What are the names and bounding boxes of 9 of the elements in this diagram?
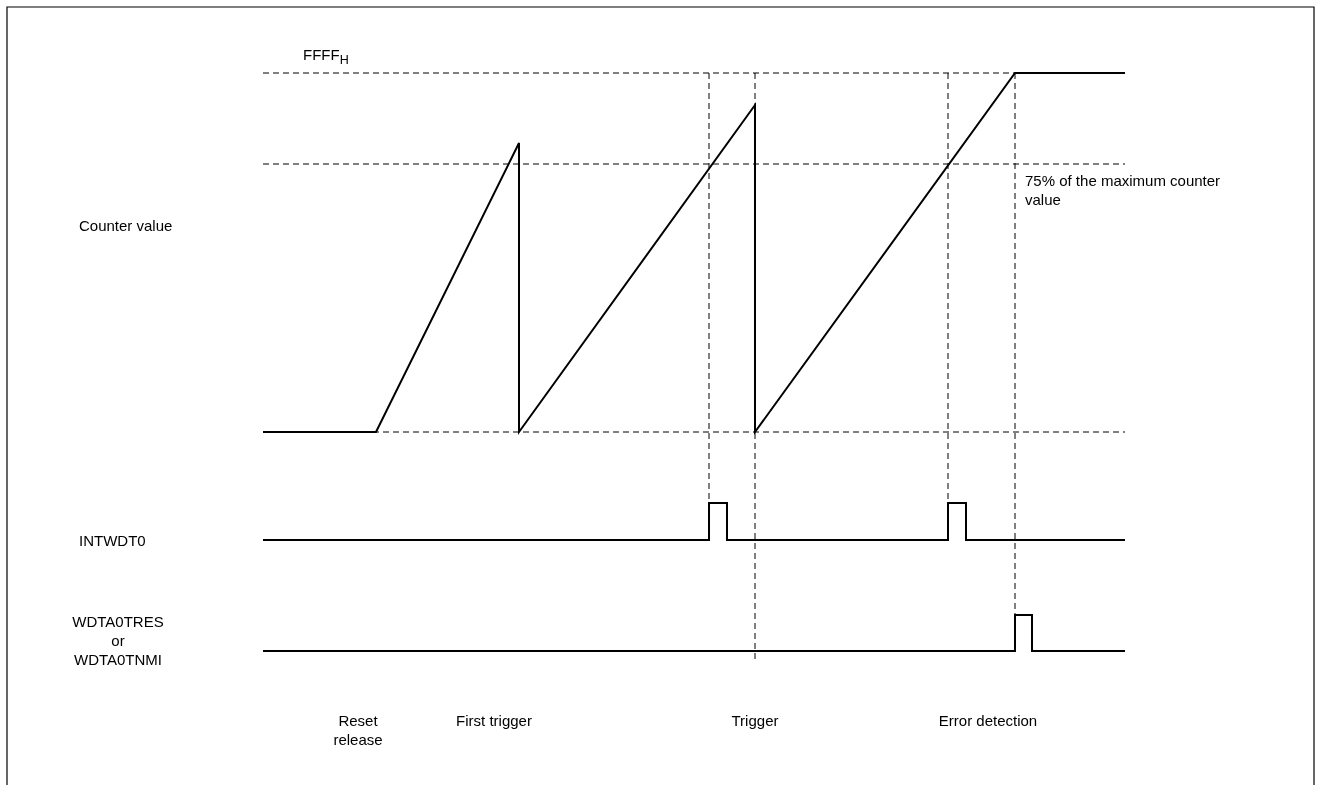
signal-name: INTWDT0 <box>79 531 147 550</box>
event-label: Error detection <box>938 711 1038 730</box>
event-label: Reset release <box>332 711 384 749</box>
value-label: FFFF$_{H}$ <box>303 45 350 69</box>
threshold-note: 75% of the maximum counter value <box>1025 171 1222 209</box>
signal-name: WDTA0TRES or WDTA0TNMI <box>71 612 165 669</box>
event-label: First trigger <box>455 711 533 730</box>
event-label: Trigger <box>730 711 780 730</box>
signal-name: Counter value <box>79 216 174 235</box>
